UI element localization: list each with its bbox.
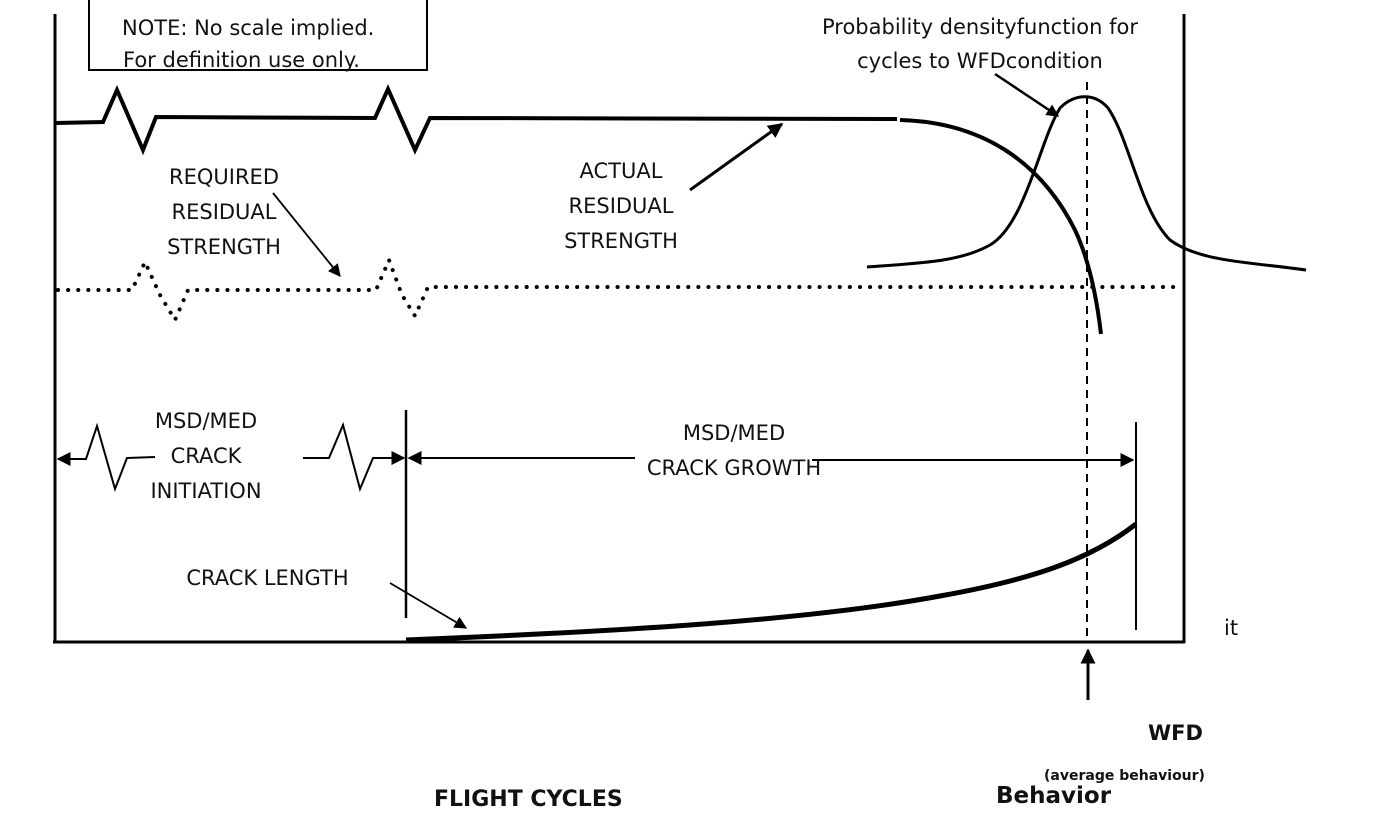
required-label-line-3: STRENGTH — [167, 235, 281, 259]
note-line-1: NOTE: No scale implied. — [122, 16, 375, 40]
plot-frame — [53, 14, 1186, 644]
initiation-label-line-1: MSD/MED — [154, 409, 258, 433]
probability-density-curve — [866, 95, 1307, 272]
growth-label-line-1: MSD/MED — [682, 421, 786, 445]
pdf-pointer-arrow — [994, 72, 1060, 118]
crack-length-label: CRACK LENGTH — [186, 566, 349, 590]
actual-residual-strength-label: ACTUAL RESIDUAL STRENGTH — [541, 154, 701, 259]
crack-length-curve — [405, 522, 1138, 643]
initiation-label-line-2: CRACK — [170, 444, 242, 468]
x-axis-label: FLIGHT CYCLES — [434, 787, 623, 812]
crack-growth-label: MSD/MED CRACK GROWTH — [624, 416, 844, 486]
actual-label-line-1: ACTUAL — [579, 159, 663, 183]
initiation-label-line-3: INITIATION — [150, 479, 262, 503]
required-pointer-arrow — [272, 192, 341, 277]
actual-label-line-2: RESIDUAL — [568, 194, 674, 218]
actual-label-line-3: STRENGTH — [564, 229, 678, 253]
average-behaviour-label: (average behaviour) — [1044, 768, 1205, 784]
initiation-dimension-arrow — [56, 421, 406, 493]
note-line-2: For definition use only. — [123, 48, 360, 72]
pdf-label-line-1: Probability densityfunction for — [821, 15, 1138, 39]
wfd-label: WFD — [1148, 721, 1203, 745]
growth-dimension-arrow — [407, 451, 1135, 467]
behavior-label: Behavior — [996, 783, 1112, 809]
stray-text-it: it — [1224, 616, 1239, 640]
required-residual-strength-label: REQUIRED RESIDUAL STRENGTH — [144, 160, 304, 265]
actual-pointer-arrow — [689, 122, 784, 192]
growth-label-line-2: CRACK GROWTH — [646, 456, 822, 480]
pdf-label-line-2: cycles to WFDcondition — [857, 49, 1103, 73]
pdf-label: Probability densityfunction for cycles t… — [790, 10, 1170, 78]
required-label-line-1: REQUIRED — [169, 165, 279, 189]
required-residual-strength-line — [56, 254, 1182, 325]
note-box — [88, 0, 428, 71]
required-label-line-2: RESIDUAL — [171, 200, 277, 224]
actual-residual-strength-line — [54, 84, 1103, 335]
crack-length-pointer-arrow — [389, 582, 468, 629]
crack-initiation-label: MSD/MED CRACK INITIATION — [126, 404, 286, 509]
